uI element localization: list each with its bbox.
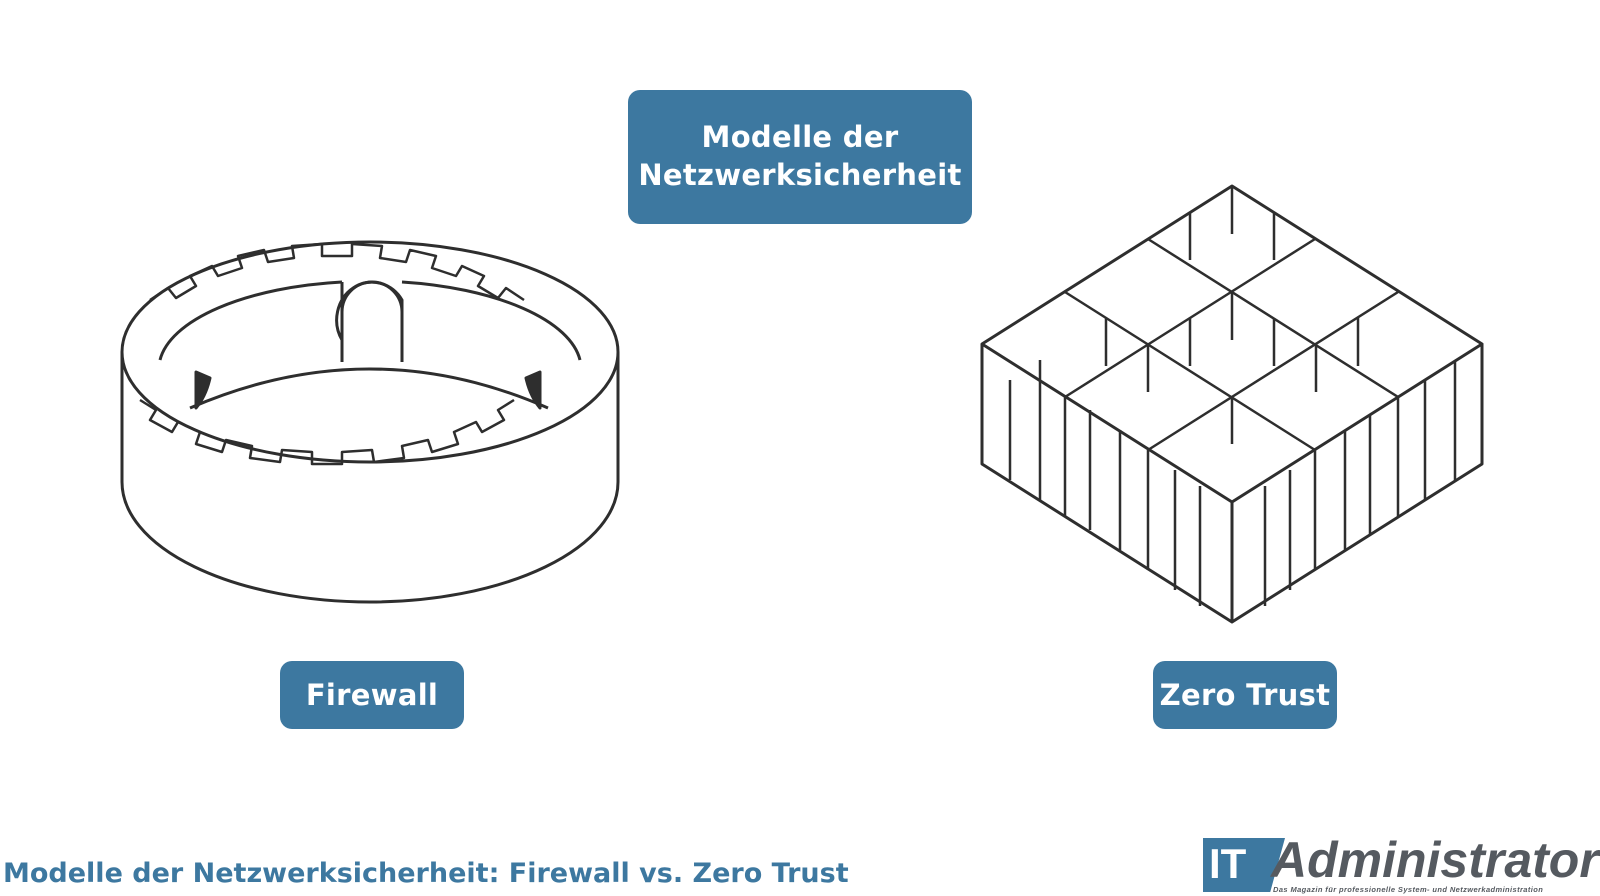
title-line-1: Modelle der xyxy=(701,120,899,155)
logo-it-block xyxy=(1203,838,1285,892)
caption: Modelle der Netzwerksicherheit: Firewall… xyxy=(3,858,849,889)
logo-it-text: IT xyxy=(1209,840,1247,887)
zero-trust-maze-illustration xyxy=(980,184,1484,624)
firewall-tower-illustration xyxy=(120,240,620,604)
title-line-2: Netzwerksicherheit xyxy=(638,158,962,192)
zero-trust-label: Zero Trust xyxy=(1153,661,1337,729)
logo-tagline: Das Magazin für professionelle System- u… xyxy=(1273,885,1544,894)
logo-name: Administrator xyxy=(1271,832,1599,888)
it-administrator-logo: IT Administrator Das Magazin für profess… xyxy=(1203,832,1599,894)
firewall-label: Firewall xyxy=(280,661,464,729)
diagram-title: Modelle der Netzwerksicherheit xyxy=(628,90,972,224)
